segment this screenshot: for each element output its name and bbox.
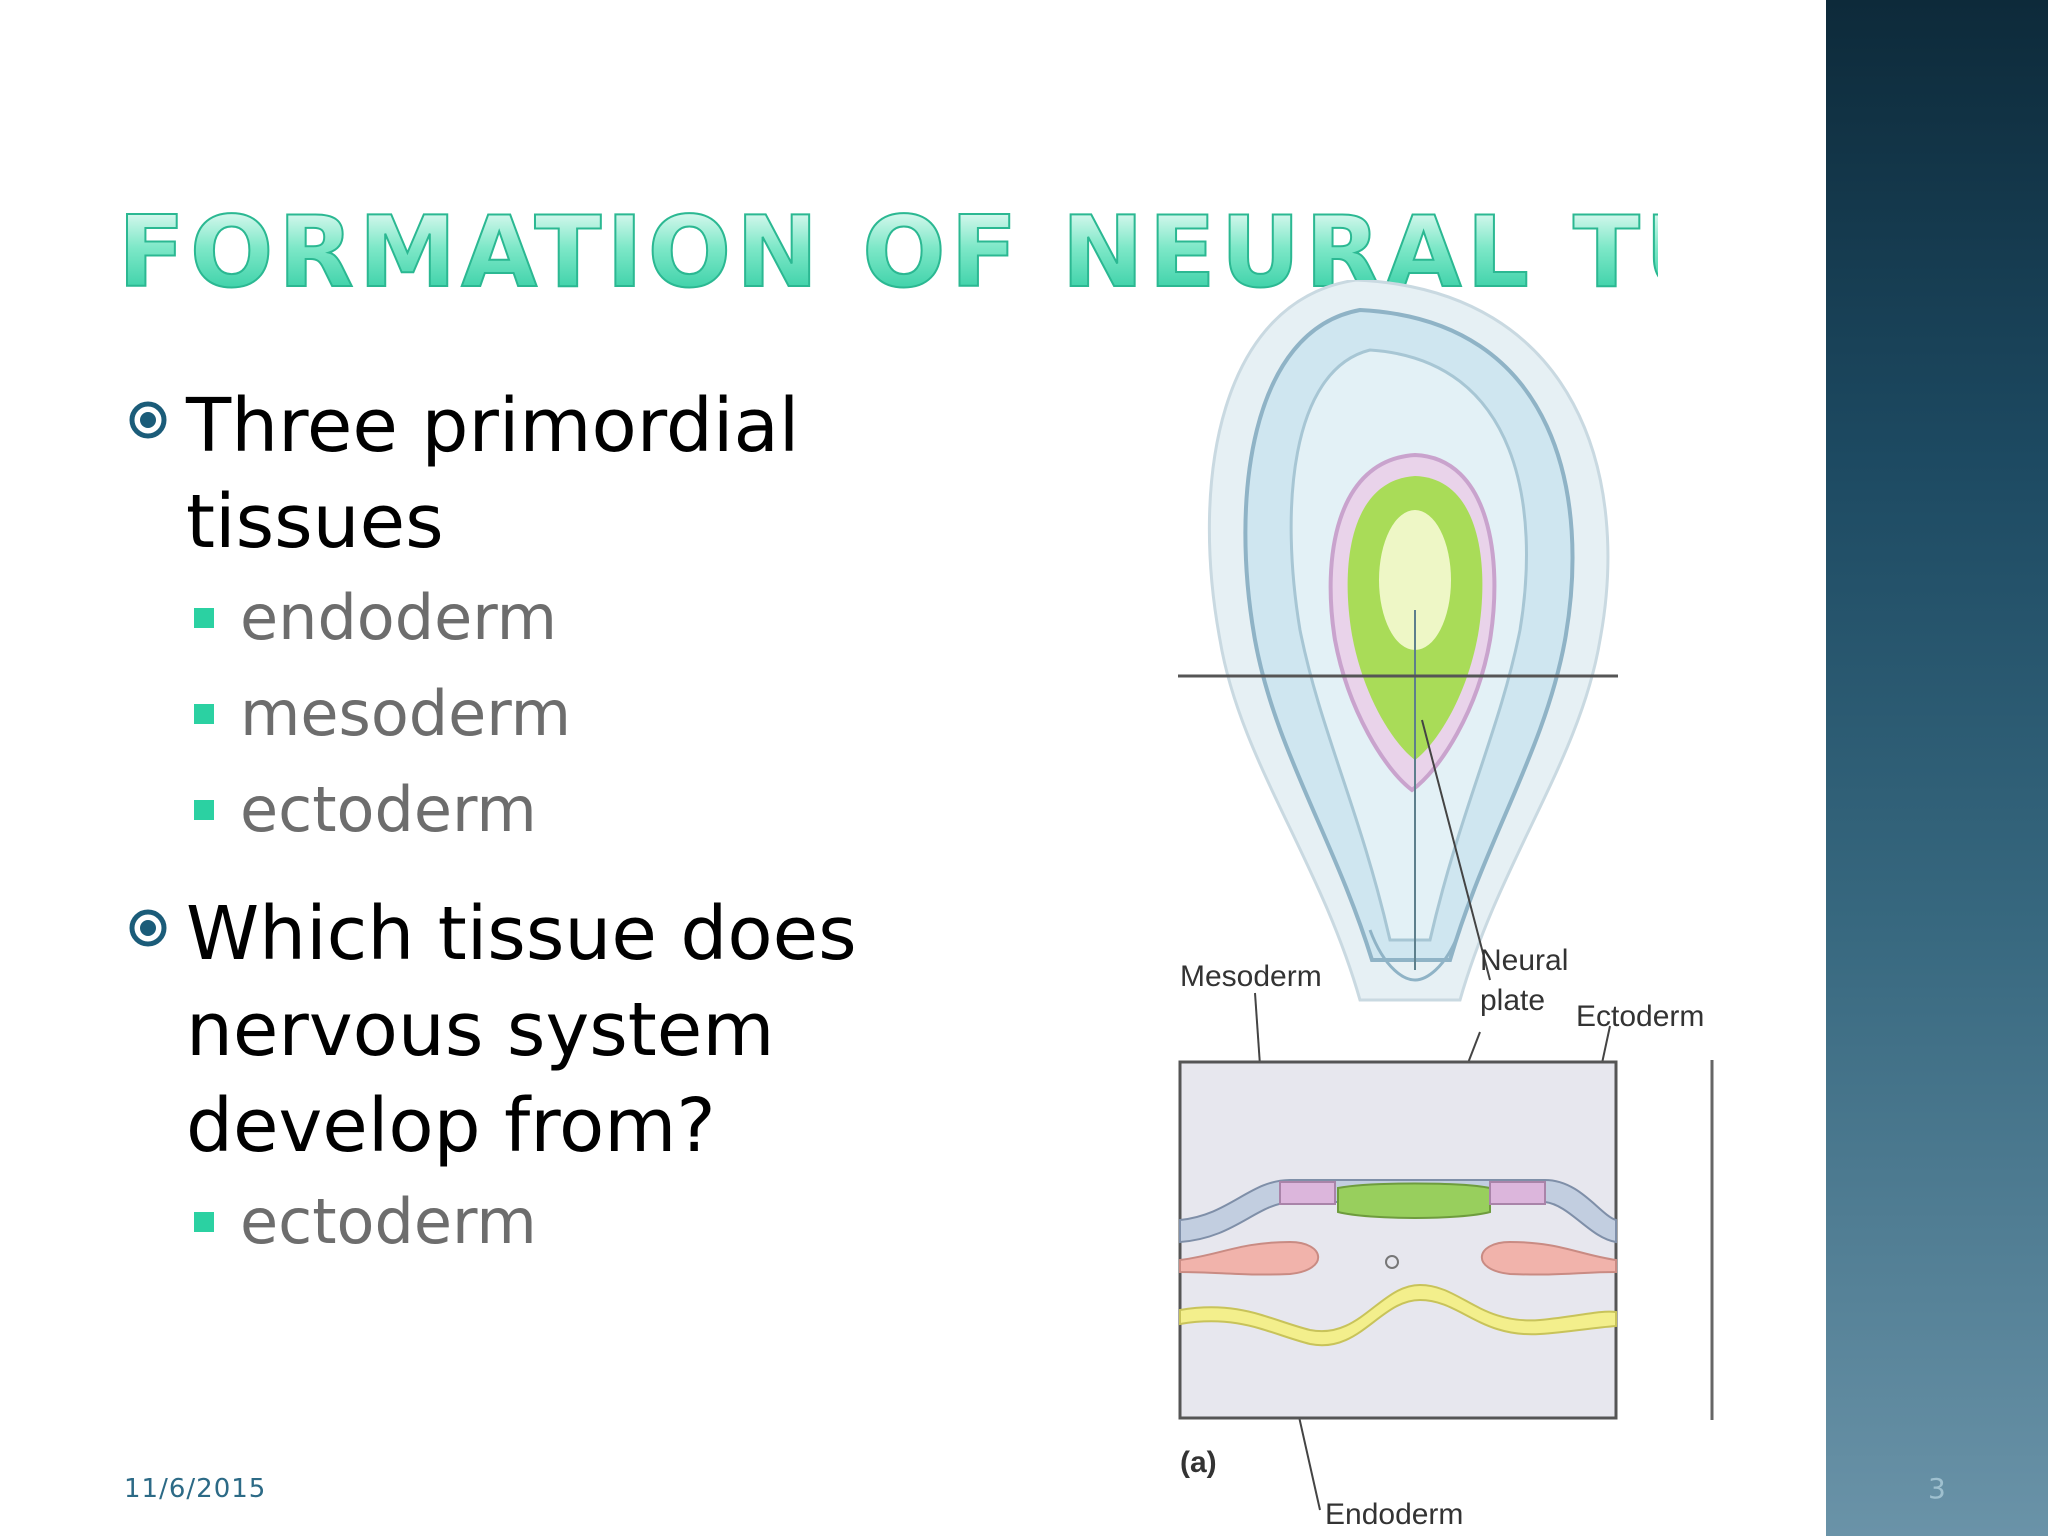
square-bullet-icon	[194, 608, 214, 628]
neural-plate-label-line2: plate	[1480, 984, 1546, 1017]
bullet-text: Which tissue does nervous system develop…	[186, 891, 857, 1169]
neural-plate-label: Neural	[1480, 944, 1569, 977]
sub-bullet-endoderm: endoderm	[128, 570, 888, 666]
square-bullet-icon	[194, 800, 214, 820]
sub-bullet-text: ectoderm	[240, 1185, 537, 1258]
page-number: 3	[1928, 1472, 1946, 1505]
sub-bullet-text: endoderm	[240, 581, 558, 654]
sub-bullet-mesoderm: mesoderm	[128, 666, 888, 762]
sub-bullet-text: mesoderm	[240, 677, 572, 750]
side-decoration-panel	[1826, 0, 2048, 1536]
embryo-illustration	[1178, 278, 1714, 1511]
sub-bullet-text: ectoderm	[240, 773, 537, 846]
bullet-question: Which tissue does nervous system develop…	[128, 886, 888, 1174]
embryo-diagram: Mesoderm Neural plate Ectoderm (a) Endod…	[1160, 278, 1720, 1536]
bullet-text: Three primordial tissues	[186, 383, 800, 565]
square-bullet-icon	[194, 1212, 214, 1232]
mesoderm-label: Mesoderm	[1180, 960, 1322, 993]
footer-date: 11/6/2015	[124, 1474, 267, 1504]
square-bullet-icon	[194, 704, 214, 724]
sub-bullet-answer: ectoderm	[128, 1174, 888, 1270]
bullet-primordial-tissues: Three primordial tissues	[128, 378, 888, 570]
circle-bullet-icon	[129, 909, 167, 947]
panel-label: (a)	[1180, 1446, 1217, 1479]
endoderm-label: Endoderm	[1325, 1498, 1464, 1531]
ectoderm-label: Ectoderm	[1576, 1000, 1705, 1033]
sub-bullet-ectoderm: ectoderm	[128, 762, 888, 858]
slide-title-text: FORMATION OF NEURAL TUBE	[118, 198, 1658, 308]
bullet-list: Three primordial tissues endoderm mesode…	[128, 378, 888, 1270]
slide-canvas: FORMATION OF NEURAL TUBE Three primordia…	[118, 198, 1720, 1536]
slide-title: FORMATION OF NEURAL TUBE	[118, 198, 1658, 308]
circle-bullet-icon	[129, 401, 167, 439]
